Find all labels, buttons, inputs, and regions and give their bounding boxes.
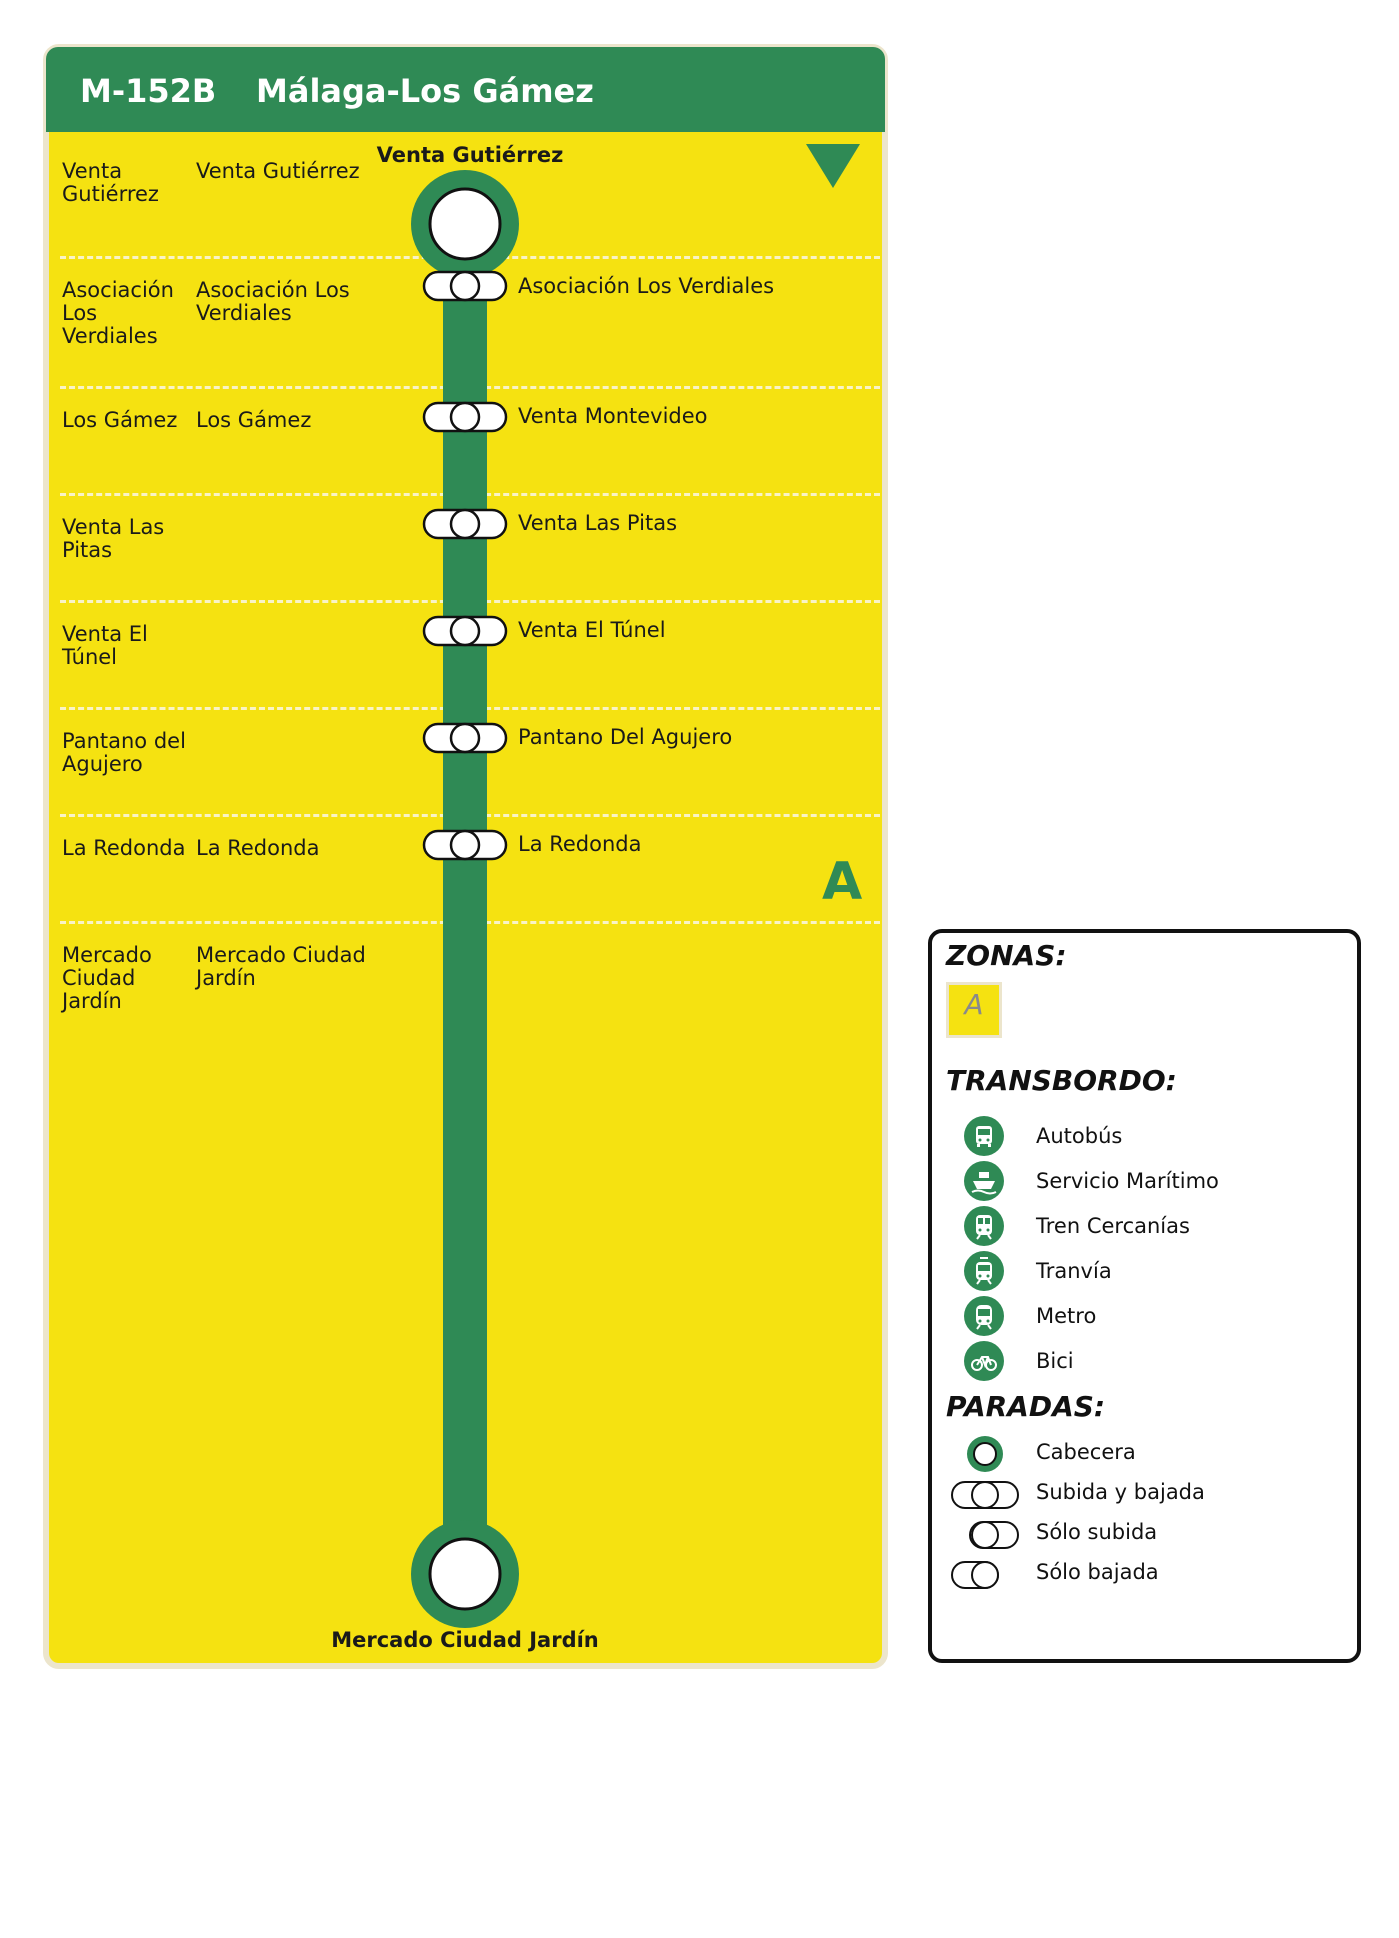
stop-marker-pantano-del-agujero[interactable]: [422, 722, 508, 754]
tram-icon: [964, 1251, 1004, 1291]
zone-name: Los Gámez: [62, 408, 178, 432]
terminus-end-label: Mercado Ciudad Jardín: [331, 1628, 599, 1652]
zone-name: La Redonda: [62, 836, 186, 860]
stop-marker-venta-las-pitas[interactable]: [422, 508, 508, 540]
terminus-end-stop[interactable]: [411, 1520, 519, 1628]
legend-transfer-label: Servicio Marítimo: [1036, 1169, 1219, 1193]
zone-name: Venta El Túnel: [62, 622, 148, 669]
zone-name: Mercado Ciudad Jardín: [62, 943, 152, 1013]
legend-zones-title: ZONAS:: [946, 939, 1067, 972]
stop-name: Mercado Ciudad Jardín: [196, 943, 366, 990]
zone-swatch: [946, 982, 1002, 1038]
stop-name: Asociación Los Verdiales: [518, 274, 775, 298]
route-header: [46, 47, 885, 132]
legend-transfer-label: Metro: [1036, 1304, 1097, 1328]
route-code: M-152B: [80, 72, 217, 110]
legend-stops-title: PARADAS:: [946, 1390, 1106, 1423]
stop-name: La Redonda: [196, 836, 320, 860]
legend-stop-label: Sólo bajada: [1036, 1560, 1159, 1584]
zone-name: Pantano del Agujero: [62, 729, 186, 776]
legend-stop-icons: [951, 1436, 1019, 1589]
zone-name: Asociación Los Verdiales: [62, 278, 174, 348]
stop-name: Venta Gutiérrez: [196, 159, 360, 183]
route-track: [443, 225, 487, 1571]
stop-name: Venta El Túnel: [518, 618, 666, 642]
direction-arrow-icon: [806, 144, 860, 188]
bike-icon: [964, 1341, 1004, 1381]
zone-marker: A: [822, 852, 863, 912]
stop-marker-asociacion-los-verdiales[interactable]: [422, 270, 508, 302]
legend-stop-label: Cabecera: [1036, 1440, 1136, 1464]
metro-icon: [964, 1296, 1004, 1336]
terminus-start-label: Venta Gutiérrez: [376, 143, 564, 167]
legend-stop-label: Sólo subida: [1036, 1520, 1158, 1544]
legend-transfer-title: TRANSBORDO:: [946, 1064, 1177, 1097]
route-name: Málaga-Los Gámez: [256, 72, 594, 110]
stop-marker-venta-el-tunel[interactable]: [422, 615, 508, 647]
terminus-start-stop[interactable]: [411, 170, 519, 278]
legend-transfer-label: Autobús: [1036, 1124, 1123, 1148]
legend-transfer-label: Tren Cercanías: [1036, 1214, 1190, 1238]
zone-name: Venta Gutiérrez: [62, 159, 159, 206]
stop-name: Los Gámez: [196, 408, 312, 432]
bus-icon: [964, 1116, 1004, 1156]
stop-name: Venta Las Pitas: [518, 511, 678, 535]
stop-name: Pantano Del Agujero: [518, 725, 733, 749]
legend-transfer-label: Bici: [1036, 1349, 1074, 1373]
stop-name: Venta Montevideo: [518, 404, 708, 428]
legend-stop-label: Subida y bajada: [1036, 1480, 1205, 1504]
zone-swatch-label: A: [964, 988, 984, 1021]
legend-transfer-label: Tranvía: [1036, 1259, 1112, 1283]
ship-icon: [964, 1161, 1004, 1201]
alight-only-icon: [951, 1561, 999, 1589]
train-icon: [964, 1206, 1004, 1246]
zone-name: Venta Las Pitas: [62, 515, 165, 562]
stop-marker-la-redonda[interactable]: [422, 829, 508, 861]
board-alight-icon: [951, 1481, 1019, 1509]
stop-name: Asociación Los Verdiales: [196, 278, 350, 325]
stop-name: La Redonda: [518, 832, 642, 856]
terminus-icon: [967, 1436, 1003, 1472]
stop-marker-venta-montevideo[interactable]: [422, 401, 508, 433]
board-only-icon: [969, 1521, 1019, 1549]
